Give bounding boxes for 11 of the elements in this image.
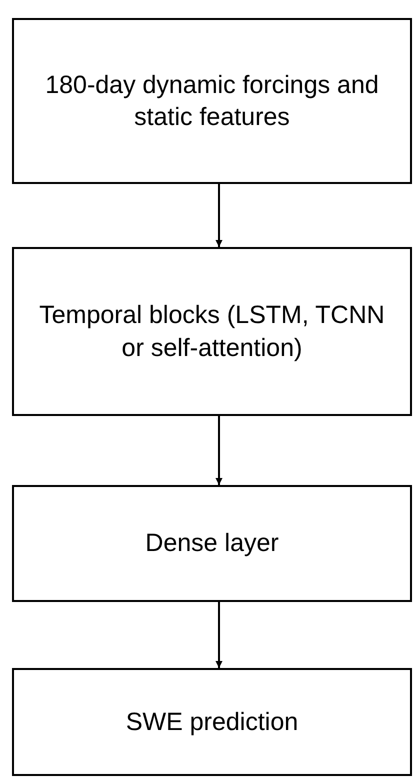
process-box [12,485,412,602]
process-box [12,668,412,776]
arrow [216,602,222,668]
process-box [12,18,412,184]
arrow [216,416,222,485]
box-label: SWE prediction [126,706,298,738]
box-label: Temporal blocks (LSTM, TCNN or self-attention) [38,300,386,364]
arrow [216,184,222,247]
box-label: Dense layer [145,528,279,560]
process-box [12,247,412,416]
box-label: 180-day dynamic forcings and static features [44,70,380,133]
